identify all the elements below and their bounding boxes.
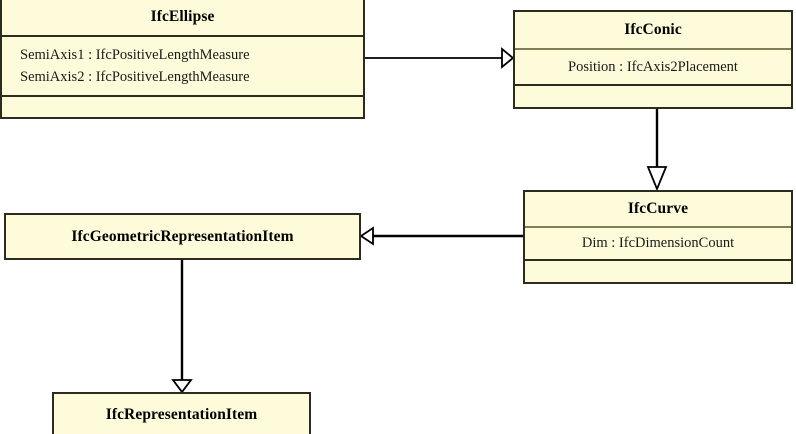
class-box-ifcconic[interactable]: IfcConic Position : IfcAxis2Placement [513, 10, 793, 109]
class-operations-compartment [2, 95, 363, 117]
class-name-label: IfcConic [624, 21, 682, 38]
class-name-compartment: IfcRepresentationItem [54, 394, 309, 434]
class-operations-compartment [525, 259, 791, 282]
class-name-label: IfcEllipse [150, 8, 215, 25]
class-operations-compartment [515, 84, 791, 107]
class-name-label: IfcGeometricRepresentationItem [71, 227, 294, 245]
class-name-label: IfcCurve [627, 200, 689, 217]
generalization-ifcgeometricrepresentationitem-to-ifcrepresentationitem [171, 260, 193, 394]
class-attribute: SemiAxis1 : IfcPositiveLengthMeasure [20, 46, 250, 63]
hollow-triangle-arrowhead-icon [171, 379, 193, 394]
hollow-triangle-arrowhead-icon [501, 47, 515, 69]
class-name-compartment: IfcCurve [525, 192, 791, 226]
hollow-triangle-arrowhead-icon [359, 226, 374, 246]
class-box-ifccurve[interactable]: IfcCurve Dim : IfcDimensionCount [523, 190, 793, 284]
class-attribute: Dim : IfcDimensionCount [581, 235, 735, 252]
generalization-ifcellipse-to-ifcconic [365, 47, 515, 69]
class-attributes-compartment: SemiAxis1 : IfcPositiveLengthMeasure Sem… [2, 35, 363, 95]
generalization-ifcconic-to-ifccurve [646, 109, 668, 192]
class-attribute: Position : IfcAxis2Placement [568, 58, 738, 75]
hollow-triangle-arrowhead-icon [646, 166, 668, 192]
generalization-ifccurve-to-ifcgeometricrepresentationitem [359, 226, 523, 246]
class-name-label: IfcRepresentationItem [105, 406, 258, 423]
class-box-ifcrepresentationitem[interactable]: IfcRepresentationItem [52, 392, 311, 434]
class-attributes-compartment: Position : IfcAxis2Placement [515, 48, 791, 84]
class-name-compartment: IfcGeometricRepresentationItem [6, 215, 359, 258]
class-box-ifcgeometricrepresentationitem[interactable]: IfcGeometricRepresentationItem [4, 213, 361, 260]
class-name-compartment: IfcEllipse [2, 0, 363, 35]
class-attribute: SemiAxis2 : IfcPositiveLengthMeasure [20, 69, 250, 85]
class-box-ifcellipse[interactable]: IfcEllipse SemiAxis1 : IfcPositiveLength… [0, 0, 365, 119]
class-attributes-compartment: Dim : IfcDimensionCount [525, 226, 791, 259]
class-name-compartment: IfcConic [515, 12, 791, 48]
